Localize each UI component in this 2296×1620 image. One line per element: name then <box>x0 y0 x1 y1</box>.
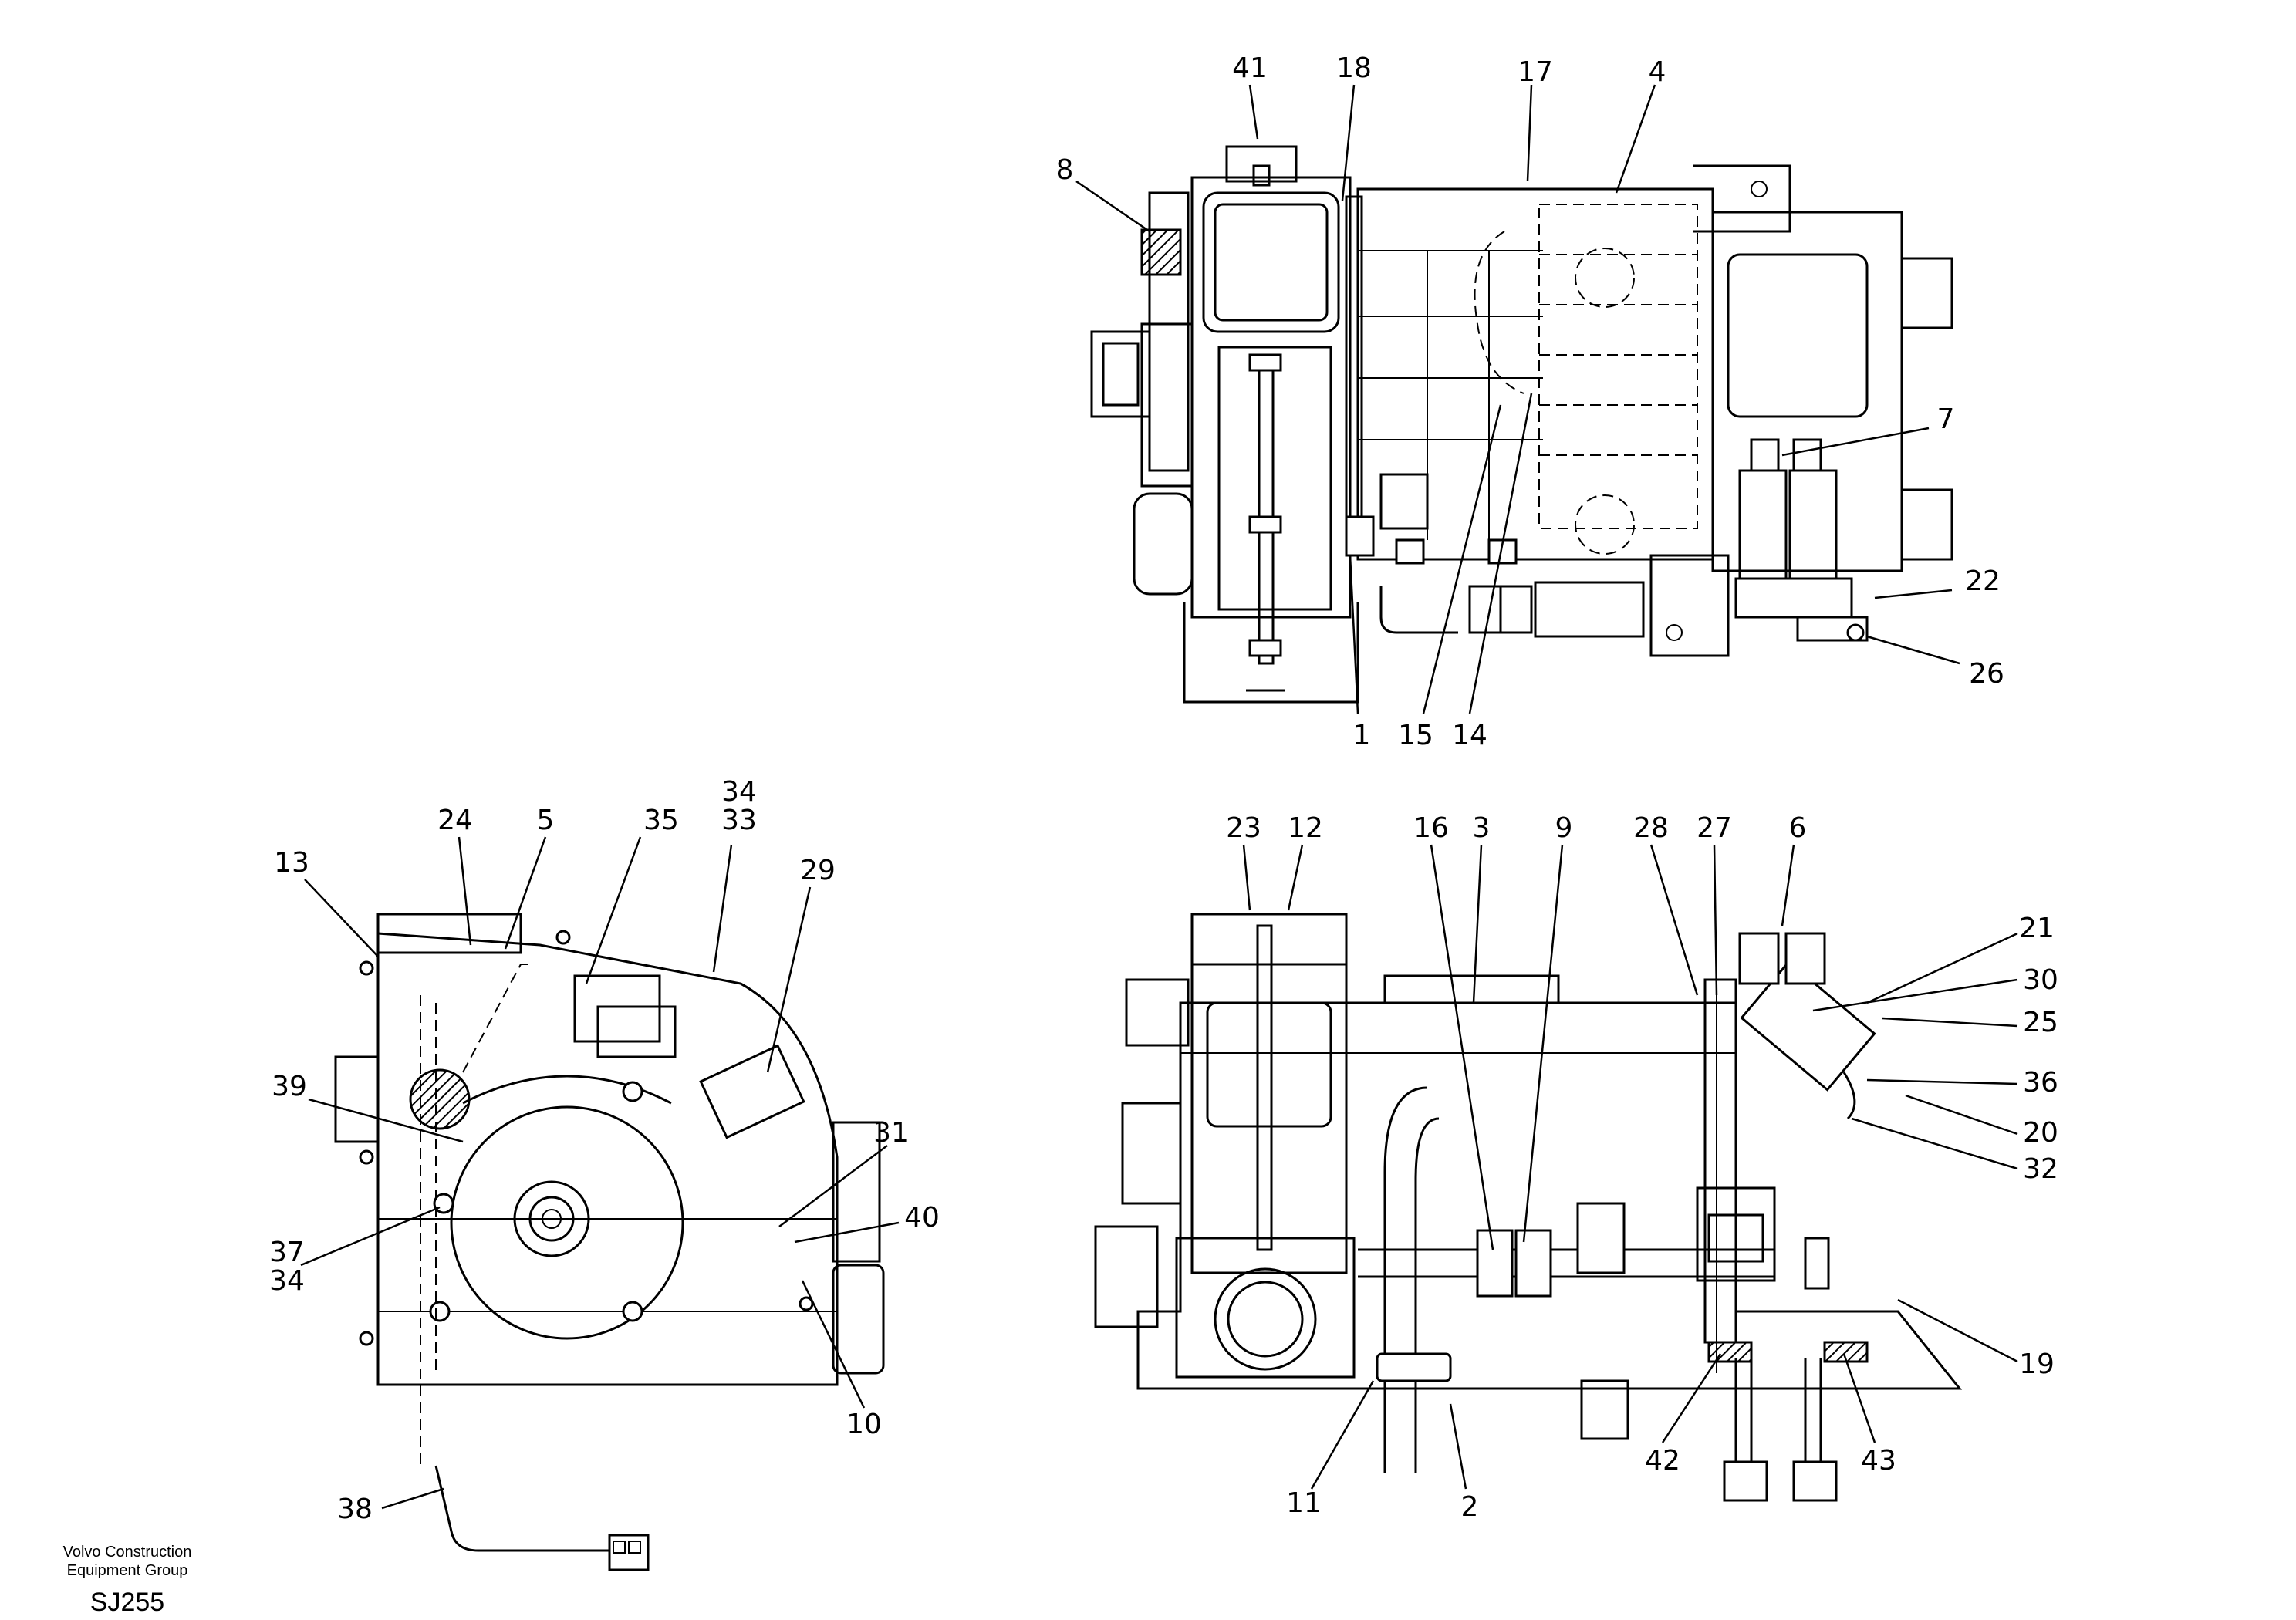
callout-33: 33 <box>721 805 757 836</box>
callout-3: 3 <box>1473 812 1491 844</box>
callout-8: 8 <box>1056 154 1074 186</box>
callout-2: 2 <box>1461 1491 1479 1523</box>
front-view <box>1094 913 1963 1502</box>
callout-34-top: 34 <box>721 776 757 808</box>
callout-16: 16 <box>1413 812 1449 844</box>
callout-38: 38 <box>337 1493 373 1525</box>
callout-22: 22 <box>1965 565 2001 597</box>
callout-28: 28 <box>1633 812 1669 844</box>
callout-24: 24 <box>437 805 473 836</box>
company-name-line1: Volvo Construction <box>62 1544 192 1561</box>
callout-11: 11 <box>1286 1487 1322 1519</box>
callout-25: 25 <box>2023 1007 2058 1038</box>
callout-20: 20 <box>2023 1117 2058 1149</box>
callout-12: 12 <box>1288 812 1323 844</box>
callout-18: 18 <box>1336 52 1372 84</box>
callout-7: 7 <box>1937 403 1955 435</box>
callout-14: 14 <box>1452 720 1487 751</box>
callout-9: 9 <box>1555 812 1573 844</box>
callout-15: 15 <box>1398 720 1433 751</box>
callout-36: 36 <box>2023 1067 2058 1099</box>
callout-6: 6 <box>1789 812 1807 844</box>
callout-34-bottom: 34 <box>269 1265 305 1297</box>
callout-1: 1 <box>1353 720 1371 751</box>
callout-41: 41 <box>1232 52 1268 84</box>
callout-19: 19 <box>2019 1348 2055 1380</box>
callout-10: 10 <box>846 1409 882 1440</box>
callout-13: 13 <box>274 847 309 879</box>
callout-32: 32 <box>2023 1153 2058 1185</box>
company-name-line2: Equipment Group <box>66 1562 188 1579</box>
callout-26: 26 <box>1969 658 2004 690</box>
top-view <box>1090 145 1953 704</box>
callout-35: 35 <box>643 805 679 836</box>
callout-42: 42 <box>1645 1445 1680 1477</box>
leader-lines <box>300 84 2018 1510</box>
callout-5: 5 <box>537 805 555 836</box>
end-view <box>334 913 885 1571</box>
callout-29: 29 <box>800 855 836 886</box>
callout-31: 31 <box>873 1117 909 1149</box>
callout-43: 43 <box>1861 1445 1896 1477</box>
diagram-code: SJ255 <box>89 1588 165 1617</box>
callout-21: 21 <box>2019 913 2055 944</box>
callout-40: 40 <box>904 1202 940 1234</box>
callout-23: 23 <box>1226 812 1261 844</box>
callout-30: 30 <box>2023 964 2058 996</box>
callout-4: 4 <box>1649 56 1666 88</box>
callout-labels: 41 18 17 4 8 7 22 26 1 15 14 13 24 5 35 … <box>269 52 2058 1525</box>
callout-39: 39 <box>272 1071 307 1102</box>
callout-37: 37 <box>269 1237 305 1268</box>
callout-27: 27 <box>1697 812 1732 844</box>
callout-17: 17 <box>1518 56 1553 88</box>
footer: Volvo Construction Equipment Group SJ255 <box>31 1543 224 1618</box>
